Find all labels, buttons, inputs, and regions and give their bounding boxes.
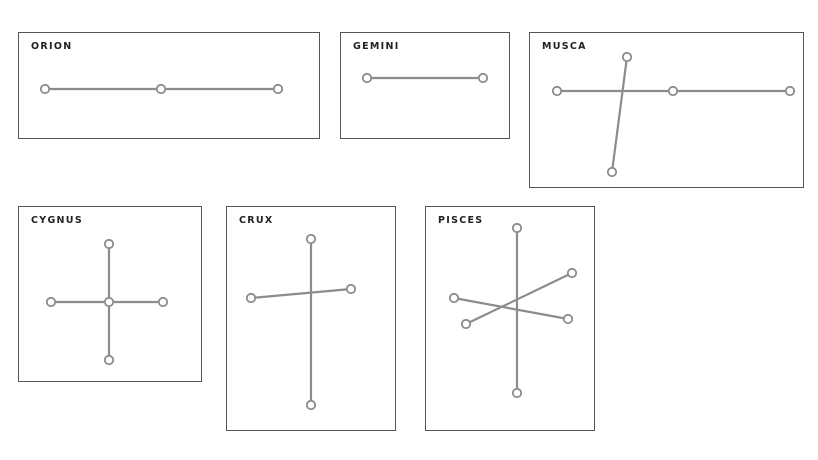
star-node	[345, 283, 357, 295]
star-node	[272, 83, 284, 95]
star-node	[511, 387, 523, 399]
star-node	[477, 72, 489, 84]
constellation-panel-orion: ORION	[18, 32, 320, 139]
constellation-panel-cygnus: CYGNUS	[18, 206, 202, 382]
star-link	[452, 296, 570, 321]
star-node	[562, 313, 574, 325]
constellation-panel-pisces: PISCES	[425, 206, 595, 431]
star-node	[103, 238, 115, 250]
constellation-label: PISCES	[438, 215, 484, 226]
star-link	[610, 55, 629, 174]
star-node	[784, 85, 796, 97]
constellation-diagram-orion	[39, 83, 284, 95]
star-link	[249, 287, 353, 300]
constellation-label: CYGNUS	[31, 215, 83, 226]
star-node	[305, 233, 317, 245]
star-node	[667, 85, 679, 97]
constellation-label: MUSCA	[542, 41, 587, 52]
star-node	[621, 51, 633, 63]
star-node	[606, 166, 618, 178]
star-node	[45, 296, 57, 308]
constellation-label: ORION	[31, 41, 73, 52]
constellation-diagram-pisces	[448, 222, 578, 399]
star-node	[361, 72, 373, 84]
star-link	[464, 271, 574, 326]
star-node	[103, 354, 115, 366]
constellation-diagram-crux	[245, 233, 357, 411]
constellation-panel-crux: CRUX	[226, 206, 396, 431]
star-node	[305, 399, 317, 411]
star-node	[245, 292, 257, 304]
star-node	[460, 318, 472, 330]
constellation-diagram-cygnus	[45, 238, 169, 366]
star-node	[566, 267, 578, 279]
star-node	[511, 222, 523, 234]
star-node	[39, 83, 51, 95]
constellation-label: CRUX	[239, 215, 274, 226]
star-node	[551, 85, 563, 97]
constellation-panel-gemini: GEMINI	[340, 32, 510, 139]
star-node	[103, 296, 115, 308]
constellation-panel-musca: MUSCA	[529, 32, 804, 188]
constellation-diagram-gemini	[361, 72, 489, 84]
star-node	[157, 296, 169, 308]
constellation-label: GEMINI	[353, 41, 400, 52]
star-node	[155, 83, 167, 95]
star-node	[448, 292, 460, 304]
constellation-diagram-musca	[551, 51, 796, 178]
